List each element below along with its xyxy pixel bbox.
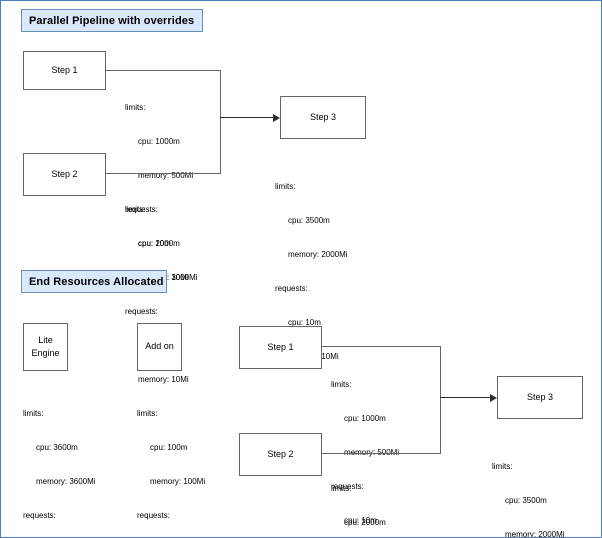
node-lite-engine-label-line2: Engine [31,348,60,358]
resources-top-step2: limits: cpu: 2000m memory: 3000Mi reques… [125,181,198,408]
requests-key: requests: [331,481,364,491]
node-bottom-step3-label: Step 3 [526,391,554,402]
limits-key: limits: [125,204,146,214]
edge-top-junction-vertical [220,70,221,174]
limits-memory: memory: 3600Mi [36,476,96,486]
node-bottom-step3[interactable]: Step 3 [497,376,583,419]
limits-cpu: cpu: 2000m [138,238,180,248]
edge-bottom-step1-to-junction [322,346,440,347]
edge-bottom-step2-to-junction [322,453,440,454]
limits-memory: memory: 500Mi [331,447,399,458]
requests-memory: memory: 10Mi [138,375,189,385]
section-badge-label: Parallel Pipeline with overrides [29,14,195,27]
requests-key: requests: [23,510,56,520]
node-top-step3-label: Step 3 [309,111,337,122]
section-badge-parallel-pipeline: Parallel Pipeline with overrides [21,9,203,32]
limits-cpu: cpu: 1000m [344,413,386,423]
limits-key: limits: [492,461,513,471]
limits-key: limits: [331,483,352,493]
arrow-head-bottom-step3 [490,394,497,402]
section-badge-label: End Resources Allocated [29,275,164,288]
limits-memory: memory: 100Mi [150,476,206,486]
section-badge-end-resources: End Resources Allocated [21,270,167,293]
node-top-step2-label: Step 2 [51,168,78,179]
node-bottom-step2[interactable]: Step 2 [239,433,322,476]
node-lite-engine[interactable]: Lite Engine [23,323,68,371]
limits-memory: memory: 500Mi [138,170,194,180]
limits-key: limits: [331,379,352,389]
edge-top-step1-to-junction [106,70,220,71]
node-add-on-label: Add on [145,341,174,352]
requests-key: requests: [137,510,170,520]
resources-bottom-step1: limits: cpu: 1000m memory: 500Mi request… [331,356,399,537]
requests-key: requests: [125,204,158,214]
edge-top-junction-to-step3 [220,117,277,118]
resources-lite-engine: limits: cpu: 3600m memory: 3600Mi reques… [23,385,96,537]
node-top-step1-label: Step 1 [51,64,78,75]
requests-key: requests: [125,306,158,316]
node-top-step3[interactable]: Step 3 [280,96,366,139]
limits-memory: memory: 2000Mi [288,249,348,259]
node-top-step1[interactable]: Step 1 [23,51,106,90]
requests-cpu: cpu: 10m [288,318,321,328]
node-lite-engine-label-line1: Lite [38,334,53,345]
node-add-on[interactable]: Add on [137,323,182,371]
edge-bottom-junction-vertical [440,346,441,454]
resources-add-on: limits: cpu: 100m memory: 100Mi requests… [137,385,206,537]
limits-cpu: cpu: 1000m [138,136,180,146]
edge-bottom-junction-to-step3 [440,397,494,398]
limits-cpu: cpu: 2000m [344,517,386,527]
resources-bottom-step2: limits: cpu: 2000m memory: 3000Mi reques… [331,460,404,537]
limits-cpu: cpu: 3500m [505,495,547,505]
limits-cpu: cpu: 100m [150,442,188,452]
resources-bottom-step3: limits: cpu: 3500m memory: 2000Mi reques… [492,438,565,538]
limits-cpu: cpu: 3500m [288,215,330,225]
limits-key: limits: [275,181,296,191]
limits-key: limits: [137,408,158,418]
limits-memory: memory: 2000Mi [505,529,565,538]
arrow-head-top-step3 [273,114,280,122]
requests-cpu: cpu: 10m [344,516,377,526]
limits-key: limits: [23,408,44,418]
requests-key: requests: [275,283,308,293]
limits-cpu: cpu: 3600m [36,442,78,452]
node-bottom-step1[interactable]: Step 1 [239,326,322,369]
node-bottom-step2-label: Step 2 [267,448,294,459]
edge-top-step2-to-junction [106,173,220,174]
node-top-step2[interactable]: Step 2 [23,153,106,196]
node-bottom-step1-label: Step 1 [267,341,294,352]
requests-cpu: cpu: 10m [138,239,171,249]
limits-key: limits: [125,102,146,112]
